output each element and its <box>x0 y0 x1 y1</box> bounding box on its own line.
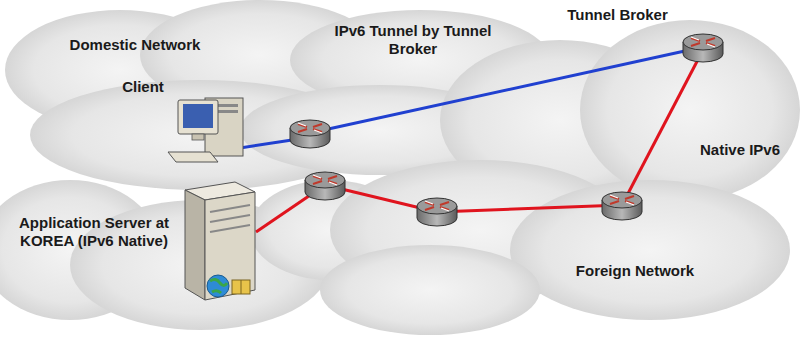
tunnel-label: IPv6 Tunnel by Tunnel Broker <box>318 22 508 58</box>
network-name: Foreign Network <box>560 262 710 280</box>
router <box>290 120 330 148</box>
icon-caption-node: Tunnel Broker <box>555 6 680 24</box>
node-label: Application Server at KOREA (IPv6 Native… <box>8 214 180 250</box>
router <box>417 198 457 226</box>
node-label: Tunnel Broker <box>555 6 680 24</box>
server-icon <box>185 182 255 300</box>
icon-caption-node: Application Server at KOREA (IPv6 Native… <box>8 214 180 250</box>
node-label: Client <box>108 78 178 96</box>
tunnel-line <box>240 47 703 148</box>
network-name: Domestic Network <box>50 36 220 54</box>
computer-icon <box>168 98 243 162</box>
router <box>305 172 345 200</box>
native-line <box>256 50 703 232</box>
router <box>602 192 642 220</box>
router <box>683 34 723 62</box>
link-label: Native IPv6 <box>685 141 795 159</box>
icon-caption-node: Client <box>108 78 178 96</box>
